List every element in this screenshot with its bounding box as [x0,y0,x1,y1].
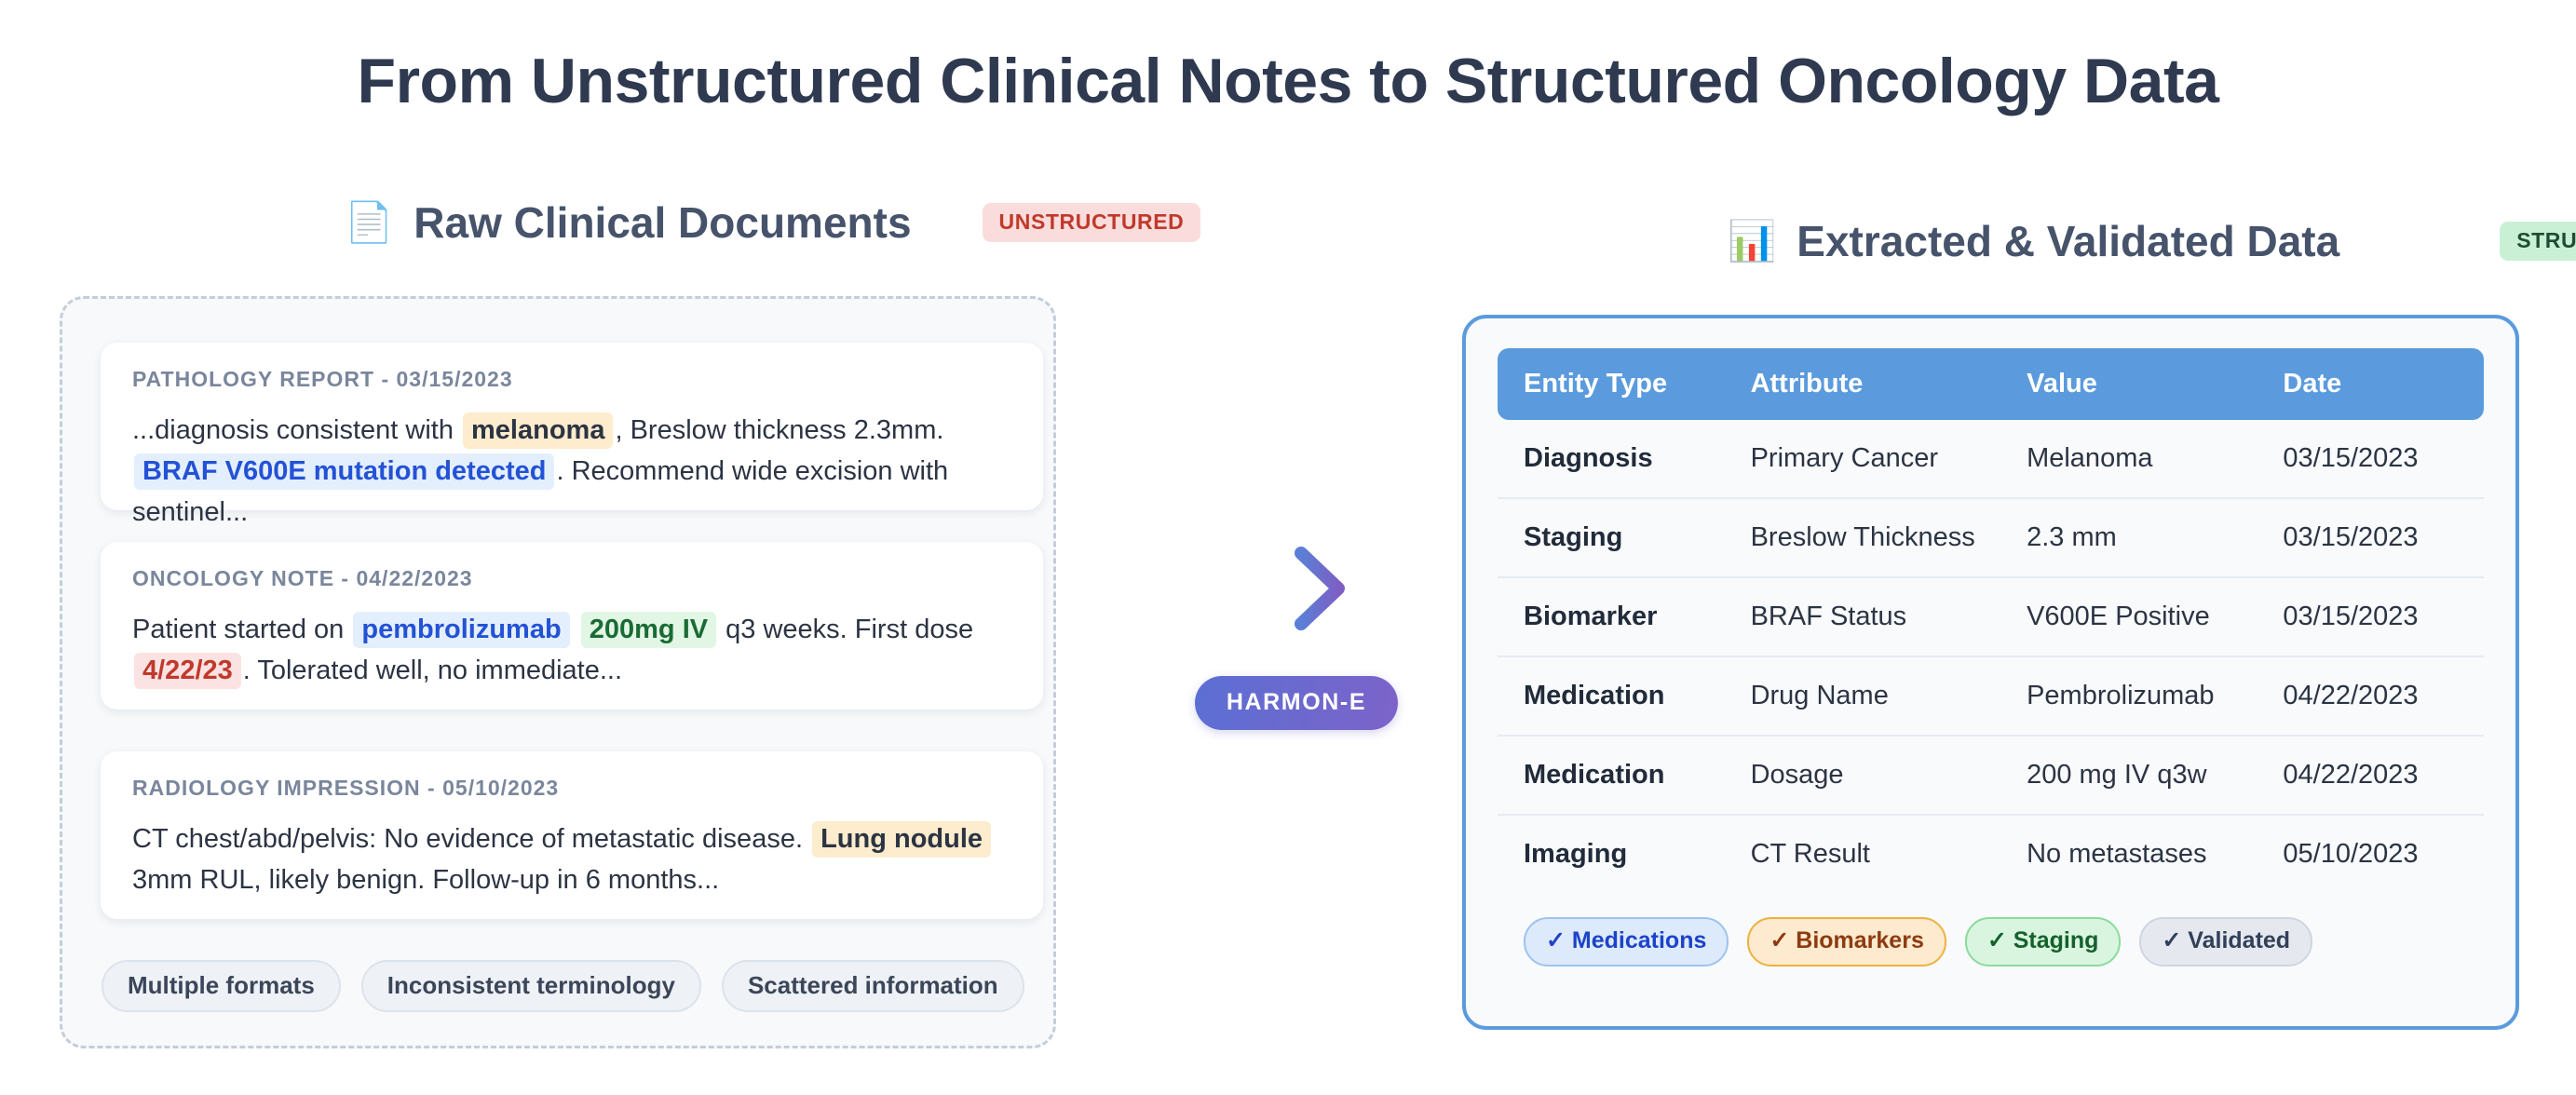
attribute-cell: Breslow Thickness [1724,498,2001,578]
issue-pill-inconsistent-terminology[interactable]: Inconsistent terminology [360,960,701,1012]
entity-highlight: melanoma [463,412,614,449]
validation-chip-medications[interactable]: ✓ Medications [1524,917,1729,967]
column-header-entity-type[interactable]: Entity Type [1498,348,1725,420]
value-cell: V600E Positive [2000,577,2257,657]
unstructured-badge: UNSTRUCTURED [982,203,1201,242]
validation-chip-validated[interactable]: ✓ Validated [2139,917,2313,967]
date-cell: 03/15/2023 [2257,420,2484,499]
date-cell: 04/22/2023 [2257,656,2484,737]
value-cell: 2.3 mm [2000,498,2257,578]
document-label: RADIOLOGY IMPRESSION - 05/10/2023 [132,776,560,800]
entity-type-cell: Staging [1498,498,1725,578]
entity-type-cell: Biomarker [1498,577,1725,657]
entity-type-cell: Medication [1498,736,1725,816]
attribute-cell: Dosage [1724,736,2001,816]
entity-highlight: 200mg IV [580,612,717,648]
entity-type-cell: Imaging [1524,839,1628,869]
validation-chips: ✓ Medications ✓ Biomarkers ✓ Staging ✓ Vali… [1498,917,2484,967]
validation-chip-staging[interactable]: ✓ Staging [1964,917,2122,967]
page-facing-up-icon: 📄 [345,200,394,244]
document-card[interactable]: ONCOLOGY NOTE - 04/22/2023 Patient start… [101,542,1043,710]
page-title: From Unstructured Clinical Notes to Stru… [357,46,2219,116]
right-heading: Extracted & Validated Data [1796,217,2340,265]
bar-chart-icon: 📊 [1728,219,1777,263]
entity-highlight: Lung nodule [812,821,992,858]
harmon-e-badge[interactable]: HARMON-E [1194,676,1399,730]
transform-indicator: HARMON-E [1185,536,1408,730]
date-cell: 04/22/2023 [2257,736,2484,816]
date-cell: 03/15/2023 [2257,498,2484,578]
entity-type-cell: Medication [1498,656,1725,737]
entity-highlight: pembrolizumab [353,612,570,648]
right-column-header: 📊 Extracted & Validated Data STRUCTURED [1728,216,2576,266]
value-cell: Melanoma [2000,420,2257,499]
document-card[interactable]: RADIOLOGY IMPRESSION - 05/10/2023 CT che… [101,751,1043,919]
entity-type-cell: Diagnosis [1498,420,1725,499]
extracted-data-table: Entity Type Attribute Value Date Diagnos… [1498,348,2484,893]
entity-highlight: 4/22/23 [134,653,241,690]
issue-pill-scattered-information[interactable]: Scattered information [721,960,1024,1012]
column-header-attribute[interactable]: Attribute [1724,348,2001,420]
date-cell: 05/10/2023 [2283,839,2419,869]
left-heading: Raw Clinical Documents [414,198,912,247]
value-cell: No metastases [2027,839,2207,869]
validation-chip-biomarkers[interactable]: ✓ Biomarkers [1747,917,1946,967]
arrow-right-icon [1242,547,1345,630]
date-cell: 03/15/2023 [2257,577,2484,657]
document-body: Patient started on pembrolizumab 200mg I… [132,609,1011,691]
value-cell: Pembrolizumab [2000,656,2257,737]
raw-documents-panel: PATHOLOGY REPORT - 03/15/2023 ...diagnos… [60,296,1056,1048]
structured-badge: STRUCTURED [2500,222,2576,261]
attribute-cell: Drug Name [1724,656,2001,737]
value-cell: 200 mg IV q3w [2000,736,2257,816]
left-column-header: 📄 Raw Clinical Documents UNSTRUCTURED [345,197,1201,248]
column-header-value[interactable]: Value [2000,348,2257,420]
column-header-date[interactable]: Date [2257,348,2484,420]
table-header-row: Entity Type Attribute Value Date [1498,348,2484,420]
document-label: PATHOLOGY REPORT - 03/15/2023 [132,367,513,391]
table-row[interactable]: Imaging CT Result No metastases 05/10/2023 [1498,815,2484,893]
attribute-cell: CT Result [1750,839,1870,869]
attribute-cell: Primary Cancer [1724,420,2001,499]
issue-pill-multiple-formats[interactable]: Multiple formats [102,960,341,1012]
document-body: ...diagnosis consistent with melanoma, B… [132,410,1011,533]
raw-issue-pills: Multiple formats Inconsistent terminolog… [102,960,1024,1012]
document-card[interactable]: PATHOLOGY REPORT - 03/15/2023 ...diagnos… [101,343,1043,527]
document-label: ONCOLOGY NOTE - 04/22/2023 [132,566,473,590]
extracted-data-panel: Entity Type Attribute Value Date Diagnos… [1462,315,2519,1030]
entity-highlight: BRAF V600E mutation detected [134,453,555,491]
attribute-cell: BRAF Status [1724,577,2001,657]
document-body: CT chest/abd/pelvis: No evidence of meta… [132,818,1011,900]
